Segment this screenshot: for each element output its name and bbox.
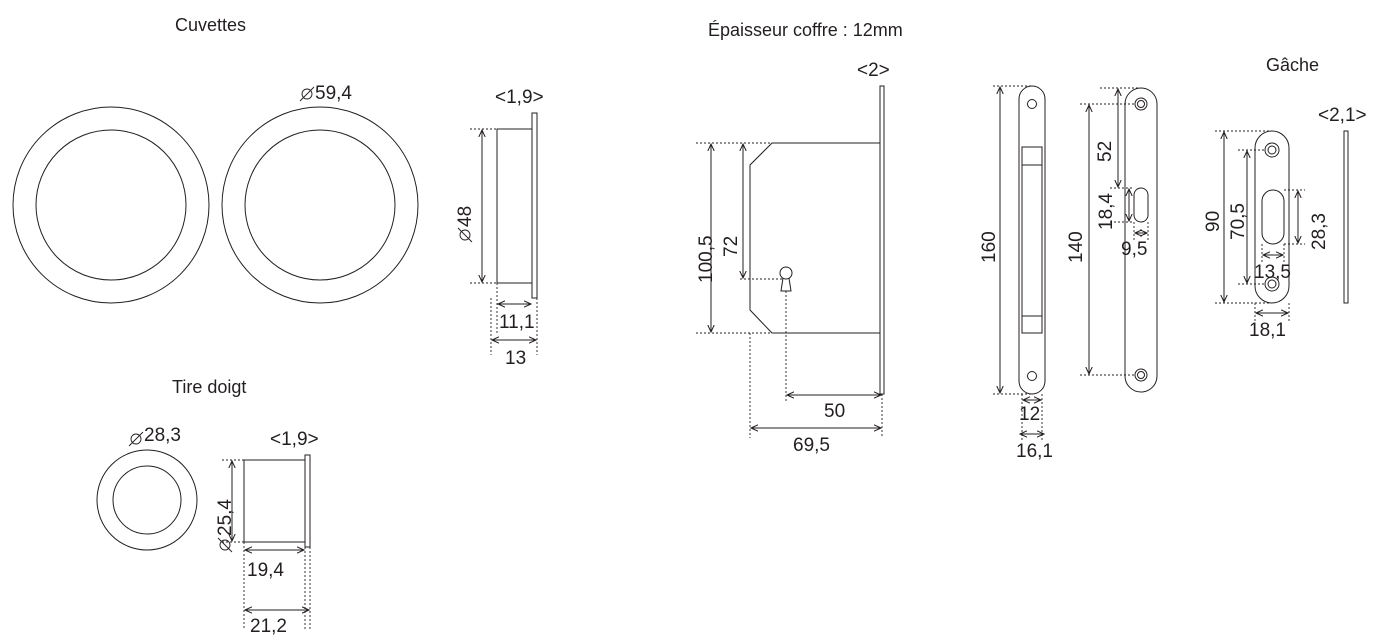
backplate-slot-height-value: 18,4 [1096, 193, 1117, 230]
gache-hole-spacing-value: 70,5 [1228, 203, 1249, 240]
cuvette-depth-total-value: 13 [505, 348, 526, 369]
tire-doigt-depth-diameter-value: 25,4 [215, 499, 236, 536]
tire-doigt-title: Tire doigt [172, 377, 246, 397]
backplate-group: 140 52 18,4 9,5 [1066, 87, 1158, 393]
diameter-symbol-icon [299, 86, 315, 102]
gache-slot-width-value: 13,5 [1254, 262, 1291, 283]
faceplate-group: 160 12 16,1 [979, 85, 1053, 462]
gache-group: Gâche <2,1> 90 70,5 28,3 13,5 18 [1203, 55, 1367, 341]
backplate-height-value: 140 [1066, 231, 1087, 263]
lock-body [749, 142, 880, 334]
screw-head-icon [1264, 142, 1280, 158]
faceplate-width-outer-value: 16,1 [1016, 441, 1053, 462]
tire-doigt-depth-inner-value: 19,4 [247, 560, 284, 581]
cuvette-front-view-left [12, 106, 210, 304]
gache-width-value: 18,1 [1249, 320, 1286, 341]
lock-height-total-value: 100,5 [696, 235, 717, 283]
screw-head-icon [1134, 97, 1148, 111]
gache-side-view [1343, 130, 1349, 304]
lock-faceplate-edge [879, 85, 885, 395]
lock-height-key-value: 72 [721, 236, 742, 257]
cuvette-diameter-value: 59,4 [315, 83, 352, 104]
cuvette-front-view-right [221, 106, 419, 304]
lock-thickness-label: <2> [857, 60, 890, 81]
diameter-symbol-icon [128, 431, 144, 447]
tire-doigt-diameter-value: 28,3 [144, 425, 181, 446]
cuvette-depth-diameter-label: 48 [455, 206, 476, 243]
lock-group: Épaisseur coffre : 12mm <2> 100,5 72 50 … [696, 20, 903, 456]
screw-head-icon [1264, 276, 1280, 292]
cuvette-diameter-label: 59,4 [299, 83, 352, 104]
gache-title: Gâche [1266, 55, 1319, 75]
faceplate-outline [1018, 85, 1046, 395]
gache-height-total-value: 90 [1203, 211, 1224, 232]
tire-doigt-depth-total-value: 21,2 [250, 616, 287, 635]
gache-slot-height-value: 28,3 [1309, 213, 1330, 250]
screw-head-icon [1027, 371, 1037, 381]
cuvettes-title: Cuvettes [175, 15, 246, 35]
cuvette-depth-inner-value: 11,1 [499, 312, 535, 333]
backplate-slot [1133, 187, 1149, 223]
faceplate-height-value: 160 [979, 231, 1000, 263]
tire-doigt-thickness-label: <1,9> [270, 429, 319, 450]
cuvette-thickness-label: <1,9> [495, 87, 544, 108]
gache-slot [1261, 189, 1285, 245]
cuvettes-group: Cuvettes 59,4 <1,9> [12, 15, 544, 369]
backplate-offset-value: 52 [1095, 141, 1116, 162]
screw-head-icon [1027, 99, 1037, 109]
epaisseur-title: Épaisseur coffre : 12mm [708, 20, 903, 40]
faceplate-latch [1021, 146, 1043, 334]
lock-backset-value: 50 [824, 401, 845, 422]
cuvette-depth-diameter-value: 48 [455, 206, 476, 227]
tire-doigt-group: Tire doigt 28,3 <1,9> 25,4 [96, 377, 319, 637]
tire-doigt-side-view: <1,9> 25,4 19,4 21,2 [215, 429, 319, 637]
tire-doigt-diameter-label: 28,3 [128, 425, 181, 447]
gache-thickness-label: <2,1> [1318, 105, 1367, 126]
cuvette-side-view: <1,9> 48 11,1 13 [455, 87, 544, 369]
lock-depth-value: 69,5 [793, 435, 830, 456]
tire-doigt-front-view [96, 449, 198, 551]
backplate-slot-width-value: 9,5 [1121, 239, 1147, 260]
faceplate-width-inner-value: 12 [1019, 404, 1040, 425]
screw-head-icon [1134, 368, 1148, 382]
